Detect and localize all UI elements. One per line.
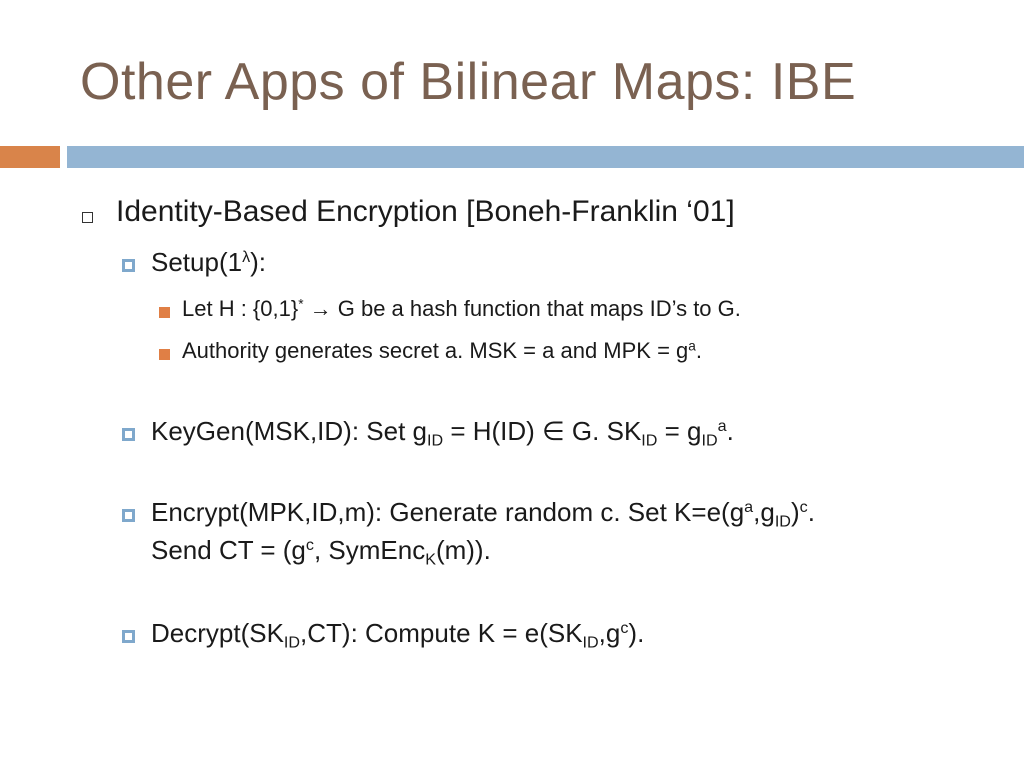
setup-lambda: λ: [242, 248, 251, 267]
hash-text-end: → G be a hash function that maps ID’s to…: [303, 296, 741, 321]
bullet-decrypt: Decrypt(SKID,CT): Compute K = e(SKID,gc)…: [151, 618, 645, 652]
decrypt-text-2: ,CT): Compute K = e(SK: [300, 618, 583, 648]
blue-square-bullet-icon: [122, 630, 135, 643]
encrypt-text-end: .: [807, 497, 815, 527]
hollow-square-bullet-icon: [82, 212, 93, 223]
encrypt-sup: a: [744, 498, 754, 517]
authority-text-end: .: [695, 338, 702, 363]
bullet-authority: Authority generates secret a. MSK = a an…: [182, 338, 702, 364]
decrypt-sup: c: [620, 619, 629, 638]
encrypt-text: Encrypt(MPK,ID,m): Generate random c. Se…: [151, 497, 745, 527]
encrypt-text-2: ,g: [753, 497, 775, 527]
bullet-hash: Let H : {0,1}* → G be a hash function th…: [182, 296, 741, 322]
encrypt2-sup: c: [305, 536, 314, 555]
orange-square-bullet-icon: [159, 307, 170, 318]
accent-bar-orange: [0, 146, 60, 168]
keygen-sub: ID: [426, 431, 444, 450]
hash-star: *: [298, 296, 304, 312]
keygen-sub-2: ID: [641, 431, 658, 450]
decrypt-text: Decrypt(SK: [151, 618, 284, 648]
encrypt-sup-2: c: [799, 498, 808, 517]
slide-title: Other Apps of Bilinear Maps: IBE: [80, 53, 857, 111]
keygen-text-2: = H(ID) ∈ G. SK: [443, 416, 642, 446]
keygen-text-end: .: [726, 416, 734, 446]
bullet-keygen: KeyGen(MSK,ID): Set gID = H(ID) ∈ G. SKI…: [151, 416, 734, 450]
blue-square-bullet-icon: [122, 428, 135, 441]
encrypt-text-3: ): [790, 497, 800, 527]
keygen-sup: a: [717, 417, 727, 436]
decrypt-sub-2: ID: [582, 633, 599, 652]
encrypt2-text-end: (m)).: [435, 535, 491, 565]
decrypt-sub: ID: [283, 633, 301, 652]
encrypt2-sub: K: [425, 550, 436, 569]
keygen-text: KeyGen(MSK,ID): Set g: [151, 416, 427, 446]
decrypt-text-3: ,g: [598, 618, 621, 648]
bullet-encrypt-line2: Send CT = (gc, SymEncK(m)).: [151, 535, 491, 569]
blue-square-bullet-icon: [122, 259, 135, 272]
authority-sup: a: [688, 338, 696, 354]
encrypt-sub: ID: [774, 512, 791, 531]
accent-bar-blue: [67, 146, 1024, 168]
setup-text: Setup(1: [151, 247, 243, 277]
decrypt-text-end: ).: [628, 618, 645, 648]
setup-text-end: ):: [250, 247, 267, 277]
hash-text: Let H : {0,1}: [182, 296, 299, 321]
keygen-sub-3: ID: [701, 431, 718, 450]
authority-text: Authority generates secret a. MSK = a an…: [182, 338, 689, 363]
blue-square-bullet-icon: [122, 509, 135, 522]
keygen-text-3: = g: [657, 416, 702, 446]
encrypt2-text: Send CT = (g: [151, 535, 306, 565]
bullet-setup: Setup(1λ):: [151, 247, 266, 278]
bullet-ibe: Identity-Based Encryption [Boneh-Frankli…: [116, 195, 735, 228]
orange-square-bullet-icon: [159, 349, 170, 360]
encrypt2-text-2: , SymEnc: [313, 535, 426, 565]
bullet-encrypt-line1: Encrypt(MPK,ID,m): Generate random c. Se…: [151, 497, 815, 531]
